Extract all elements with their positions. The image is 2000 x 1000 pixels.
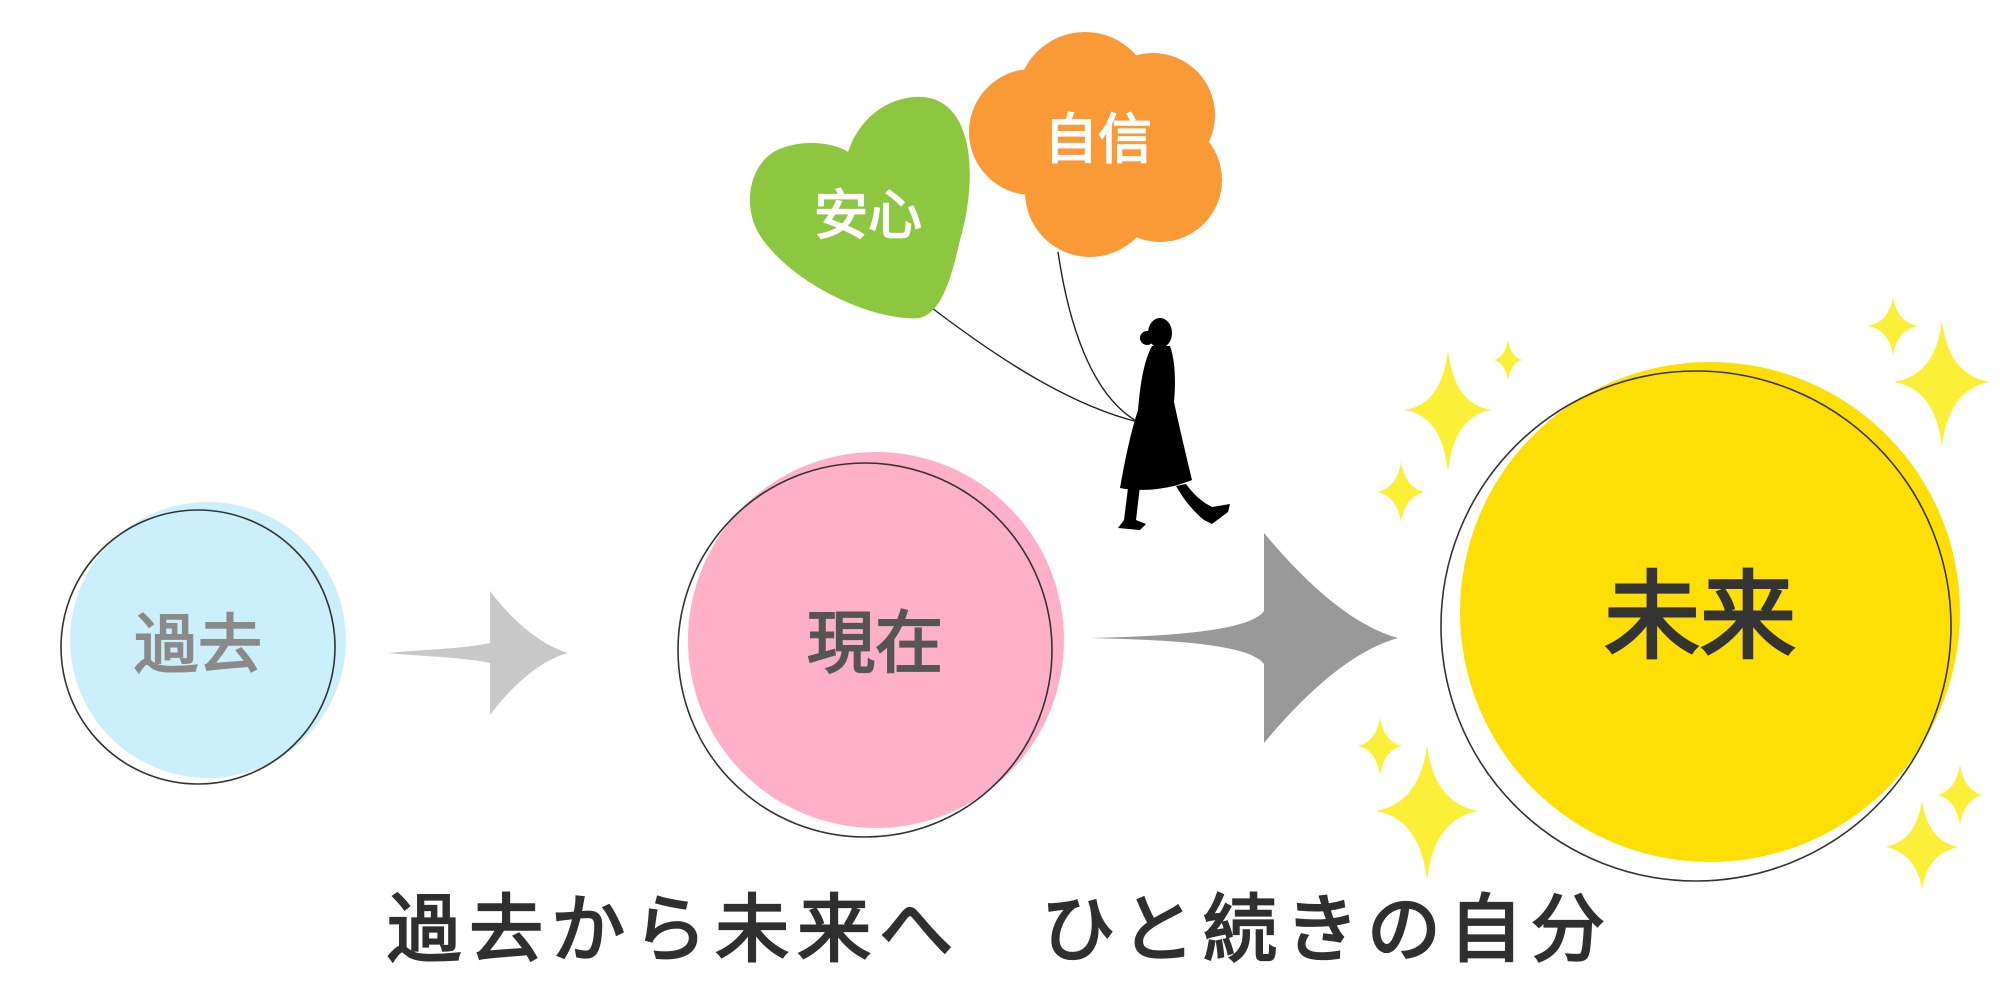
sparkle-icon bbox=[1376, 745, 1478, 880]
node-future-label: 未来 bbox=[1604, 561, 1796, 673]
node-past-label: 過去 bbox=[134, 609, 262, 683]
node-present-label: 現在 bbox=[807, 605, 943, 684]
sparkle-icon bbox=[1404, 350, 1492, 472]
balloon-orange: 自信 bbox=[969, 32, 1222, 257]
balloon-string-orange bbox=[1057, 251, 1139, 423]
sparkle-icon bbox=[1377, 462, 1425, 522]
sparkle-icon bbox=[1868, 297, 1918, 355]
balloon-orange-core bbox=[1023, 76, 1167, 220]
sparkle-icon bbox=[1358, 718, 1402, 775]
node-past-fill bbox=[70, 502, 346, 778]
balloon-string-green bbox=[927, 304, 1139, 423]
sparkle-icon bbox=[1886, 800, 1958, 890]
sparkle-icon bbox=[1938, 765, 1982, 825]
person-leg-front bbox=[1176, 484, 1230, 524]
person-arm bbox=[1156, 360, 1169, 420]
arrow-large bbox=[1090, 533, 1398, 743]
node-future-outline bbox=[1440, 370, 1952, 882]
caption-part-1: 過去から未来へ bbox=[387, 887, 962, 973]
sparkle-icon bbox=[1894, 320, 1990, 448]
person-leg-back bbox=[1118, 486, 1146, 530]
node-past-outline bbox=[60, 509, 336, 785]
caption: 過去から未来へひと続きの自分 bbox=[0, 880, 2000, 980]
balloon-strings bbox=[927, 251, 1139, 423]
arrow-small bbox=[388, 591, 568, 715]
node-past: 過去 bbox=[60, 502, 346, 785]
caption-part-2: ひと続きの自分 bbox=[1041, 887, 1613, 973]
sparkle-icon bbox=[1494, 340, 1522, 380]
person-head bbox=[1148, 318, 1172, 348]
sparkles bbox=[1358, 297, 1990, 890]
node-future: 未来 bbox=[1440, 362, 1960, 882]
walking-person-icon bbox=[1118, 318, 1230, 530]
balloon-green: 安心 bbox=[749, 96, 970, 319]
node-present-outline bbox=[677, 462, 1053, 838]
balloon-orange-label: 自信 bbox=[1044, 108, 1152, 171]
node-future-fill bbox=[1460, 362, 1960, 862]
person-hair-bun bbox=[1140, 331, 1154, 345]
node-present: 現在 bbox=[677, 452, 1064, 838]
balloon-green-label: 安心 bbox=[814, 184, 922, 247]
balloon-green-shape bbox=[749, 96, 970, 319]
person-body bbox=[1120, 346, 1192, 490]
node-present-fill bbox=[688, 452, 1064, 828]
